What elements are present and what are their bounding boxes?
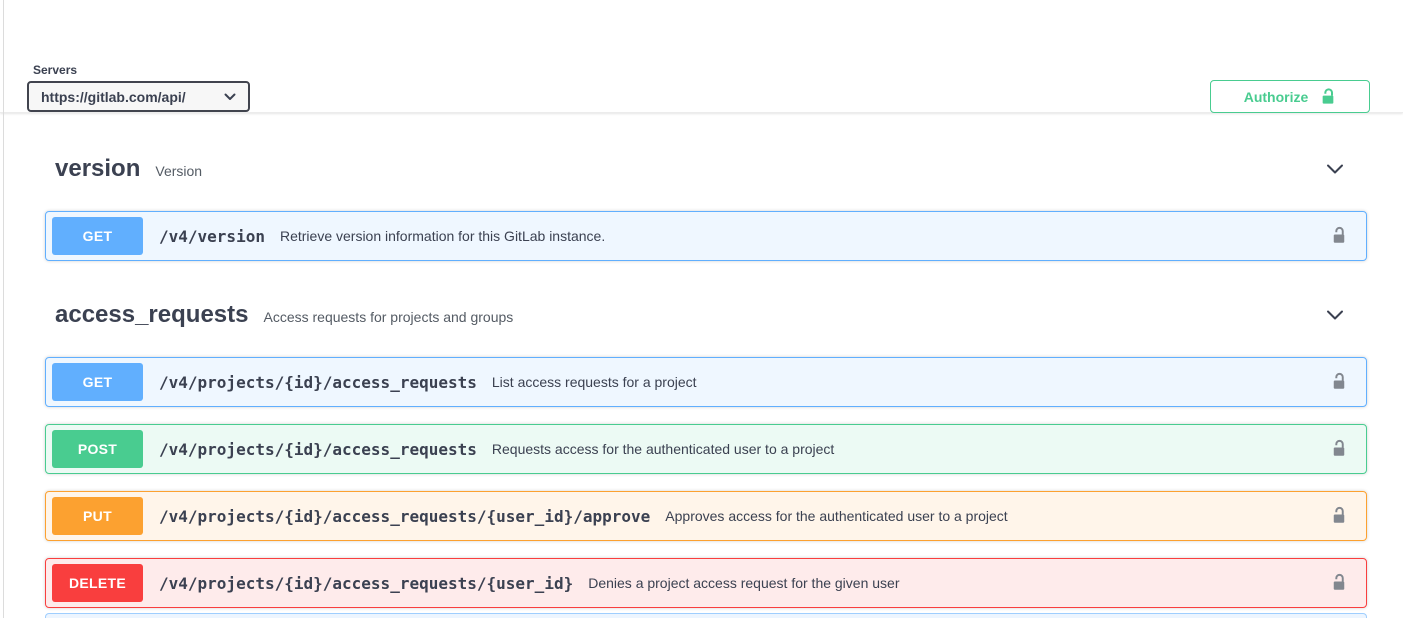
opblock-delete-access-request[interactable]: DELETE /v4/projects/{id}/access_requests… [45, 558, 1367, 608]
opblock-get-access-requests[interactable]: GET /v4/projects/{id}/access_requests Li… [45, 357, 1367, 407]
section-version: version Version GET /v4/version Retrieve… [45, 153, 1367, 261]
authorize-button[interactable]: Authorize [1210, 80, 1370, 113]
operation-path: /v4/projects/{id}/access_requests/{user_… [159, 506, 651, 526]
operation-summary: Denies a project access request for the … [588, 575, 900, 591]
section-title: access_requests [55, 301, 249, 328]
authorize-label: Authorize [1243, 88, 1309, 105]
section-description: Version [155, 163, 203, 179]
operation-path: /v4/projects/{id}/access_requests/{user_… [159, 573, 574, 593]
chevron-down-icon [224, 93, 236, 101]
opblock-put-approve-access-request[interactable]: PUT /v4/projects/{id}/access_requests/{u… [45, 491, 1367, 541]
chevron-down-icon[interactable] [1323, 303, 1347, 327]
unlocked-padlock-icon[interactable] [1326, 569, 1352, 597]
operation-summary: Approves access for the authenticated us… [665, 508, 1008, 524]
unlocked-padlock-icon[interactable] [1326, 435, 1352, 463]
operation-summary: List access requests for a project [491, 374, 697, 390]
method-badge: GET [52, 363, 143, 401]
method-badge: DELETE [52, 564, 143, 602]
server-select[interactable]: https://gitlab.com/api/ [27, 81, 250, 112]
method-badge: PUT [52, 497, 143, 535]
chevron-down-icon[interactable] [1323, 157, 1347, 181]
unlocked-padlock-icon[interactable] [1326, 502, 1352, 530]
unlocked-padlock-icon[interactable] [1326, 222, 1352, 250]
operation-path: /v4/projects/{id}/access_requests [159, 439, 477, 459]
method-badge: POST [52, 430, 143, 468]
section-header-version[interactable]: version Version [45, 153, 1367, 185]
operation-summary: Retrieve version information for this Gi… [279, 228, 606, 244]
section-header-access-requests[interactable]: access_requests Access requests for proj… [45, 299, 1367, 331]
section-description: Access requests for projects and groups [263, 309, 514, 325]
opblock-partial-next[interactable] [45, 613, 1367, 618]
opblock-post-access-requests[interactable]: POST /v4/projects/{id}/access_requests R… [45, 424, 1367, 474]
section-access-requests: access_requests Access requests for proj… [45, 299, 1367, 608]
scheme-container: Servers https://gitlab.com/api/ Authoriz… [0, 0, 1403, 113]
operation-summary: Requests access for the authenticated us… [491, 441, 835, 457]
opblock-get-version[interactable]: GET /v4/version Retrieve version informa… [45, 211, 1367, 261]
servers-label: Servers [33, 63, 78, 77]
operation-path: /v4/projects/{id}/access_requests [159, 372, 477, 392]
server-select-value: https://gitlab.com/api/ [41, 88, 186, 105]
unlocked-padlock-icon[interactable] [1326, 368, 1352, 396]
method-badge: GET [52, 217, 143, 255]
section-title: version [55, 155, 141, 182]
api-operations-list: version Version GET /v4/version Retrieve… [0, 113, 1403, 608]
servers-block: Servers https://gitlab.com/api/ [27, 63, 250, 112]
operation-path: /v4/version [159, 226, 265, 246]
unlocked-padlock-icon [1320, 87, 1336, 106]
